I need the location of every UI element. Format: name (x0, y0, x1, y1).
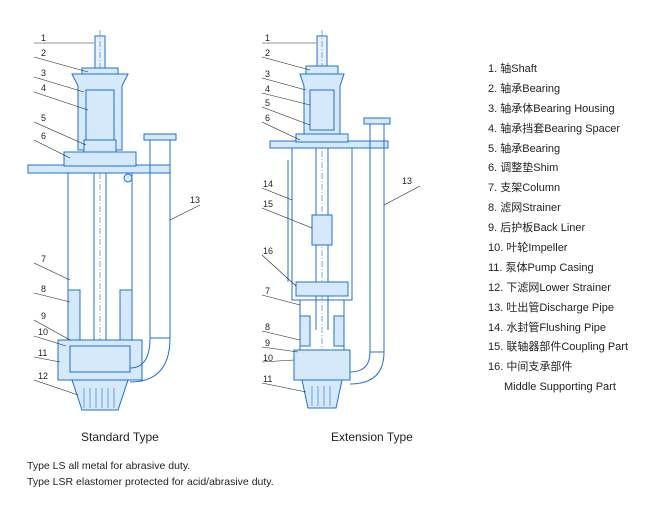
standard-callout-3: 3 (41, 68, 46, 78)
standard-callout-11: 11 (38, 348, 47, 358)
legend-item: 6. 调整垫Shim (488, 162, 559, 175)
legend-item: 11. 泵体Pump Casing (488, 261, 594, 274)
standard-callout-6: 6 (41, 131, 46, 141)
legend-item: 4. 轴承挡套Bearing Spacer (488, 122, 621, 135)
extension-callout-4: 4 (265, 84, 270, 94)
legend-item: 10. 叶轮Impeller (488, 242, 568, 255)
standard-callout-7: 7 (41, 254, 46, 264)
standard-type-caption: Standard Type (81, 430, 159, 444)
legend-item: 14. 水封管Flushing Pipe (488, 321, 606, 334)
standard-callout-4: 4 (41, 83, 46, 93)
standard-callout-2: 2 (41, 48, 46, 58)
legend-item: 13. 吐出管Discharge Pipe (488, 301, 614, 314)
extension-callout-labels: 1 2 3 4 5 6 14 15 16 7 8 9 10 11 12 13 (263, 33, 412, 384)
legend-item: 3. 轴承体Bearing Housing (488, 102, 615, 115)
extension-callout-8: 8 (265, 322, 270, 332)
legend-item: 9. 后护板Back Liner (488, 222, 586, 235)
extension-callout-1: 1 (265, 33, 270, 43)
standard-callout-13: 13 (190, 195, 200, 205)
standard-callout-5: 5 (41, 113, 46, 123)
extension-callout-3: 3 (265, 69, 270, 79)
legend-item-continuation: Middle Supporting Part (504, 381, 616, 394)
type-notes: Type LS all metal for abrasive duty. Typ… (27, 458, 274, 490)
standard-type-drawing (27, 30, 177, 411)
note-lsr: Type LSR elastomer protected for acid/ab… (27, 476, 274, 488)
legend-item: 15. 联轴器部件Coupling Part (488, 341, 628, 354)
standard-callout-8: 8 (41, 284, 46, 294)
extension-callout-9: 9 (265, 338, 270, 348)
note-ls: Type LS all metal for abrasive duty. (27, 460, 191, 472)
extension-type-drawing (269, 30, 391, 409)
legend-item: 1. 轴Shaft (488, 63, 537, 75)
legend-item: 2. 轴承Bearing (488, 82, 561, 95)
extension-callout-11: 11 (263, 374, 272, 384)
extension-type-caption: Extension Type (331, 430, 413, 444)
standard-callout-labels: 1 2 3 4 5 6 7 8 9 10 11 12 13 (38, 33, 200, 381)
extension-callout-13: 13 (402, 176, 412, 186)
extension-callout-14: 14 (263, 179, 273, 189)
extension-callout-16: 16 (263, 246, 273, 256)
standard-callout-1: 1 (41, 33, 46, 43)
extension-callout-5: 5 (265, 98, 270, 108)
legend-item: 12. 下滤网Lower Strainer (488, 281, 611, 294)
legend-item: 8. 滤网Strainer (488, 202, 561, 215)
extension-callout-10: 10 (263, 353, 273, 363)
legend-item: 5. 轴承Bearing (488, 142, 561, 155)
parts-legend: 1. 轴Shaft 2. 轴承Bearing 3. 轴承体Bearing Hou… (488, 60, 628, 398)
extension-callout-7: 7 (265, 286, 270, 296)
standard-callout-9: 9 (41, 311, 46, 321)
standard-callout-10: 10 (38, 327, 48, 337)
extension-callout-6: 6 (265, 113, 270, 123)
extension-callout-leaders (261, 42, 421, 393)
legend-item: 16. 中间支承部件 (488, 361, 573, 374)
extension-callout-15: 15 (263, 199, 273, 209)
extension-callout-2: 2 (265, 48, 270, 58)
legend-item: 7. 支架Column (488, 182, 561, 195)
standard-callout-leaders (33, 42, 201, 396)
standard-callout-12: 12 (38, 371, 48, 381)
